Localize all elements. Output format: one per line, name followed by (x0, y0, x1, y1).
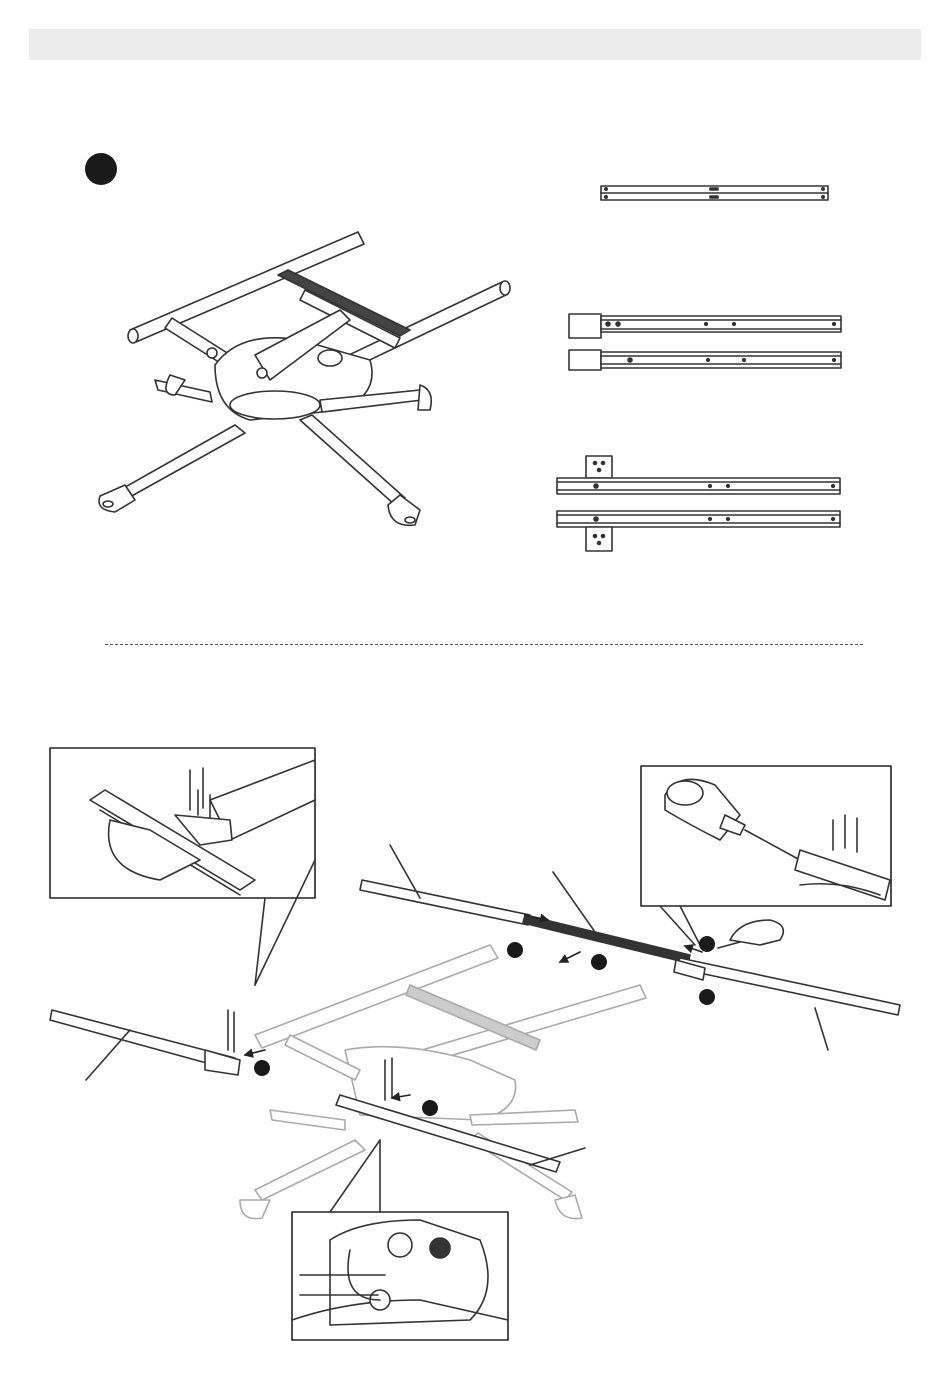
callout-badge (507, 942, 523, 958)
base-frame-illustration (99, 232, 510, 525)
outer-rail-with-bracket-part (557, 456, 840, 494)
callout-badge (699, 936, 715, 952)
callout-badge (699, 989, 715, 1005)
inner-rail-part (569, 350, 841, 370)
tool-screw-detail-inset (641, 766, 891, 906)
callout-badge (422, 1100, 438, 1116)
rail-screw-detail-inset (50, 748, 315, 898)
section-divider (105, 644, 863, 645)
callout-badge (591, 954, 607, 970)
cable-connector-detail-inset (292, 1212, 508, 1340)
crossbar-part (601, 186, 828, 200)
callout-badge (254, 1060, 270, 1076)
outer-rail-with-bracket-part (557, 511, 840, 551)
inner-rail-part (569, 314, 841, 338)
